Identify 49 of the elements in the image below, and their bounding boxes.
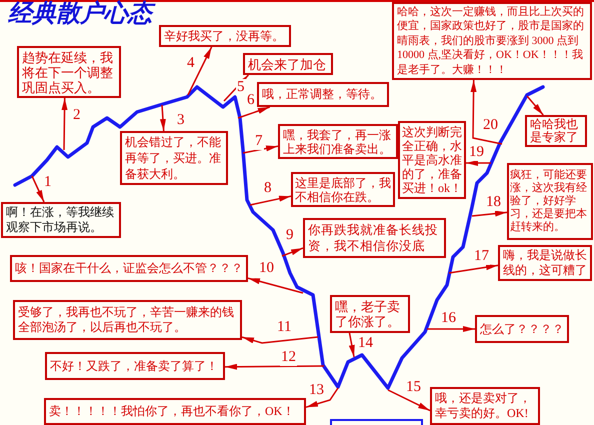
callout-box: 这里是底部了，我不相信你在跌。	[291, 172, 395, 207]
arrow	[187, 46, 212, 96]
callout-box: 受够了，我再也不玩了，辛苦一赚来的钱全部泡汤了，以后再也不玩了。	[13, 300, 242, 340]
callout-box: 卖！！！！！我怕你了，再也不看你了，OK！	[44, 398, 306, 425]
callout-box: 疯狂，可能还要涨，这次我有经验了，好好学习，还是要把本赶转来的。	[507, 163, 593, 240]
arrow	[282, 247, 304, 257]
callout-box: 嘿，老子卖了你涨了。	[330, 295, 410, 333]
callout-number: 12	[280, 349, 297, 366]
callout-box: 怎么了？？？？	[475, 315, 569, 343]
callout-box: 这次判断完全正确，水平是高水准的了，准备买进！ok！	[398, 121, 466, 199]
arrow	[472, 210, 508, 217]
arrow	[470, 80, 502, 145]
callout-number: 19	[468, 144, 485, 161]
arrow	[62, 98, 68, 150]
arrow	[427, 326, 475, 332]
callout-box: 不好！又跌了，准备卖了算了！	[45, 352, 225, 380]
callout-number: 5	[236, 79, 246, 96]
arrow	[448, 264, 498, 274]
arrow	[242, 336, 318, 344]
callout-box: 嘿，我套了，再一涨上来我们准备卖出。	[278, 124, 398, 159]
callout-box: 啊！在涨，等我继续观察下市场再说。	[1, 202, 121, 238]
arrow	[306, 388, 339, 408]
callout-number: 17	[473, 248, 490, 265]
callout-box: 哦，正常调整，等待。	[257, 82, 389, 107]
callout-box: 哦，还是卖对了，幸亏卖的好。OK!	[430, 387, 540, 425]
arrow	[238, 106, 270, 119]
arrow	[388, 389, 430, 412]
arrow	[242, 145, 278, 154]
callout-box: 嗨，我是说做长线的，这可糟了	[498, 245, 592, 281]
arrow	[223, 74, 249, 102]
empty-box	[330, 419, 423, 425]
callout-box: 趋势在延续，我将在下一个调整巩固点买入。	[17, 46, 121, 98]
callout-number: 7	[254, 133, 264, 150]
callout-box: 哈哈，这次一定赚钱，而且比上次买的便宜，国家政策也好了，股市是国家的晴雨表，我们的股市要涨到 3000 点到 10000 点,坚决看好，OK！OK！！！我是老手了。大赚！！！	[392, 2, 592, 80]
callout-box: 咳！国家在干什么，证监会怎么不管？？？	[10, 255, 248, 282]
callout-box: 机会错过了，不能再等了，买进。准备获大利。	[120, 131, 228, 185]
callout-number: 18	[485, 194, 502, 211]
arrow	[31, 176, 45, 202]
callout-box: 辛好我买了，没再等。	[159, 25, 291, 47]
callout-box: 你再跌我就准备长线投资，我不相信你没底	[303, 218, 446, 258]
arrow	[526, 96, 544, 116]
arrow	[225, 364, 324, 370]
arrow	[250, 195, 292, 206]
arrow	[248, 277, 304, 294]
arrow	[348, 332, 355, 358]
callout-box: 机会来了加仓	[243, 53, 333, 75]
arrow	[160, 104, 166, 132]
callout-box: 哈哈我也是专家了	[525, 115, 587, 147]
arrow	[466, 160, 491, 166]
